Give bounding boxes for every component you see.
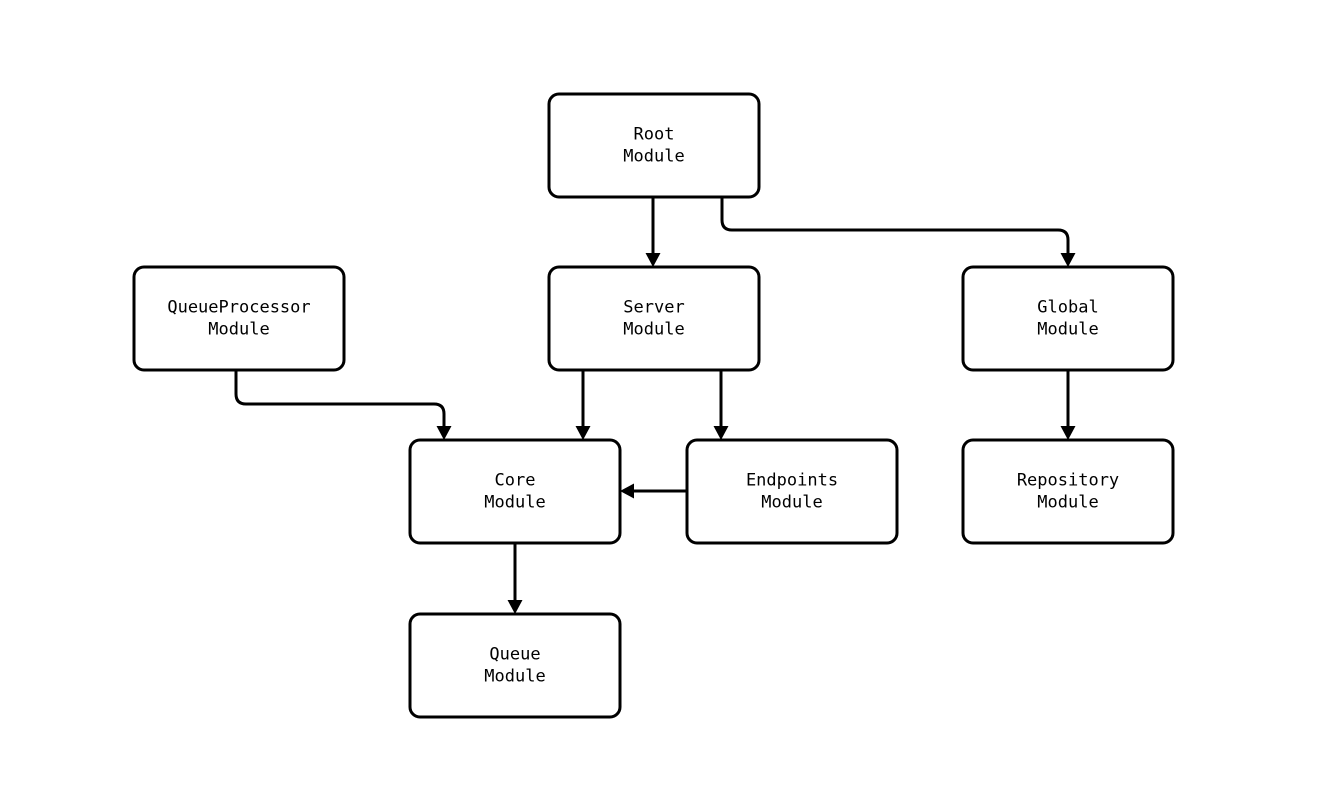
core-module-label-line-1: Core: [495, 471, 536, 491]
queue-module-label-line-2: Module: [484, 667, 545, 687]
edge-queueprocessor-to-core: [234, 370, 452, 440]
queue-module-box[interactable]: [408, 612, 622, 719]
global-module-label-line-2: Module: [1037, 320, 1098, 340]
server-module-box[interactable]: [547, 265, 761, 372]
core-module-box[interactable]: [408, 438, 622, 545]
repository-module-label-line-2: Module: [1037, 493, 1098, 513]
edge-server-to-endpoints: [713, 370, 729, 440]
edge-root-to-global: [720, 197, 1076, 267]
server-module-label-line-1: Server: [623, 298, 684, 318]
edge-core-to-queue-arrowhead-icon: [507, 600, 523, 614]
root-module-label-line-1: Root: [634, 125, 675, 145]
repository-module-label-line-1: Repository: [1017, 471, 1119, 491]
queueprocessor-module-label-line-2: Module: [208, 320, 269, 340]
global-module-box[interactable]: [961, 265, 1175, 372]
queueprocessor-module-label-line-1: QueueProcessor: [167, 298, 310, 318]
edge-root-to-global-arrowhead-icon: [1060, 253, 1076, 267]
nodes-layer: RootModuleQueueProcessorModuleServerModu…: [132, 92, 1175, 719]
edge-endpoints-to-core: [620, 483, 687, 499]
edge-root-to-global-line: [720, 197, 1070, 253]
endpoints-module-label-line-1: Endpoints: [746, 471, 838, 491]
endpoints-module-box[interactable]: [685, 438, 899, 545]
edge-root-to-server-arrowhead-icon: [645, 253, 661, 267]
edge-queueprocessor-to-core-arrowhead-icon: [436, 426, 452, 440]
endpoints-module-label-line-2: Module: [761, 493, 822, 513]
queueprocessor-module-box[interactable]: [132, 265, 346, 372]
core-module-label-line-2: Module: [484, 493, 545, 513]
edge-server-to-core: [575, 370, 591, 440]
edges-layer: [234, 197, 1076, 614]
edge-root-to-server: [645, 197, 661, 267]
repository-module-box[interactable]: [961, 438, 1175, 545]
root-module-label-line-2: Module: [623, 147, 684, 167]
edge-global-to-repository: [1060, 370, 1076, 440]
edge-server-to-core-arrowhead-icon: [575, 426, 591, 440]
edge-global-to-repository-arrowhead-icon: [1060, 426, 1076, 440]
edge-queueprocessor-to-core-line: [234, 370, 446, 426]
queue-module-label-line-1: Queue: [489, 645, 540, 665]
root-module-box[interactable]: [547, 92, 761, 199]
edge-server-to-endpoints-arrowhead-icon: [713, 426, 729, 440]
edge-core-to-queue: [507, 543, 523, 614]
edge-endpoints-to-core-arrowhead-icon: [620, 483, 634, 499]
global-module-label-line-1: Global: [1037, 298, 1098, 318]
server-module-label-line-2: Module: [623, 320, 684, 340]
